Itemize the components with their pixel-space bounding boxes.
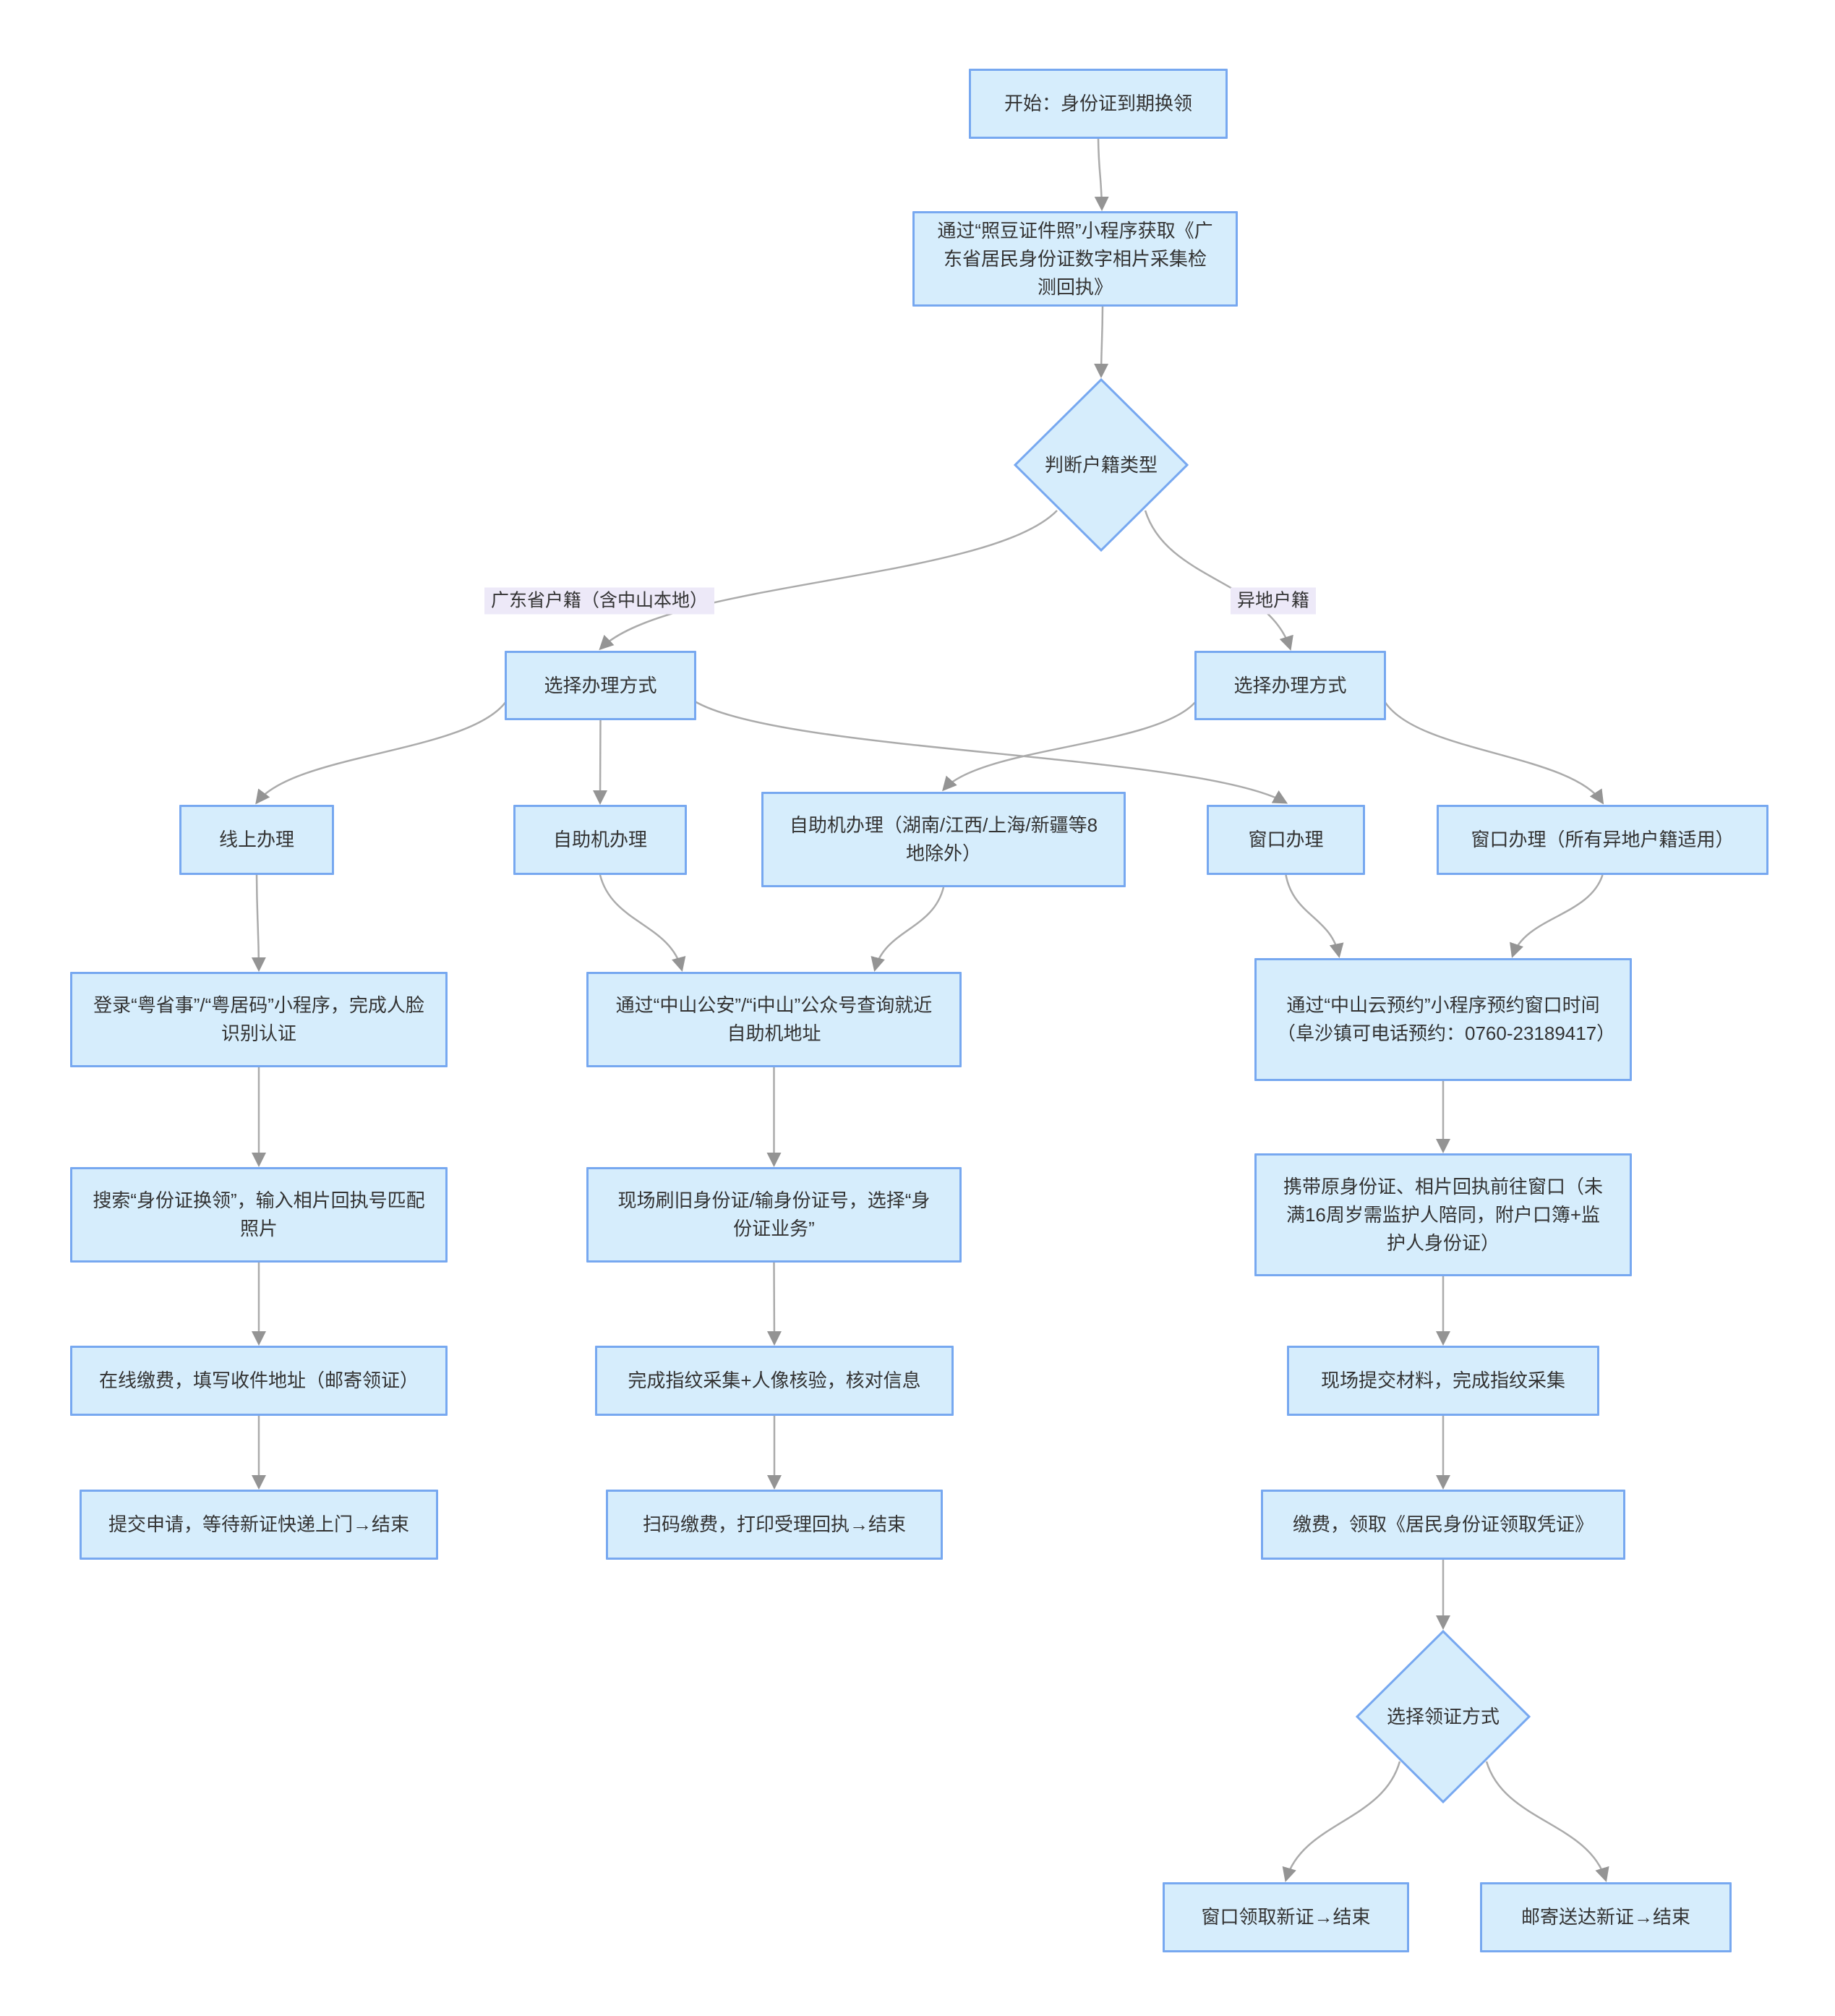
flow-node-label: 搜索“身份证换领”，输入相片回执号匹配照片 <box>93 1189 425 1239</box>
flow-node-winR: 窗口办理（所有异地户籍适用） <box>1437 805 1768 875</box>
flow-node-label: 扫码缴费，打印受理回执→结束 <box>642 1513 906 1535</box>
flow-edge-d1-chooseL <box>599 510 1058 651</box>
flow-node-label: 现场刷旧身份证/输身份证号，选择“身份证业务” <box>617 1189 931 1239</box>
diamond-shape <box>1356 1630 1531 1803</box>
flow-edge-chooseR-selfR <box>942 701 1197 792</box>
flow-node-label: 窗口办理 <box>1248 829 1324 850</box>
flow-edge-selfL-M1 <box>599 874 686 972</box>
flow-edge-getreceipt-d1 <box>1094 306 1109 378</box>
flow-edge-chooseR-winR <box>1383 701 1604 805</box>
flow-node-R4: 缴费，领取《居民身份证领取凭证》 <box>1261 1490 1625 1560</box>
flow-node-label: 登录“粤省事”/“粤居码”小程序，完成人脸识别认证 <box>93 994 424 1044</box>
flow-node-label: 选择领证方式 <box>1386 1705 1500 1727</box>
flow-edge-online-L1 <box>251 874 266 972</box>
flow-edge-d1-chooseR <box>1144 510 1293 651</box>
flow-node-L2: 搜索“身份证换领”，输入相片回执号匹配照片 <box>70 1167 448 1263</box>
flow-node-L1: 登录“粤省事”/“粤居码”小程序，完成人脸识别认证 <box>70 972 448 1067</box>
flow-node-R2: 携带原身份证、相片回执前往窗口（未满16周岁需监护人陪同，附户口簿+监护人身份证… <box>1254 1153 1632 1276</box>
flow-edge-chooseL-selfL <box>593 719 608 805</box>
flow-node-label: 通过“中山云预约”小程序预约窗口时间（阜沙镇可电话预约：0760-2318941… <box>1277 994 1616 1044</box>
flow-edge-M2-M3 <box>766 1262 782 1346</box>
flow-edge-selfR-M1 <box>871 887 945 972</box>
flow-node-M1: 通过“中山公安”/“i中山”公众号查询就近自助机地址 <box>586 972 962 1067</box>
flow-node-d2: 选择领证方式 <box>1356 1630 1531 1803</box>
edge-label: 异地户籍 <box>1230 587 1317 615</box>
flow-node-start: 开始：身份证到期换领 <box>969 69 1228 139</box>
flow-edge-winL-R1 <box>1285 874 1344 958</box>
flow-node-L3: 在线缴费，填写收件地址（邮寄领证） <box>70 1346 448 1416</box>
flow-node-M4: 扫码缴费，打印受理回执→结束 <box>606 1490 943 1560</box>
flow-node-R1: 通过“中山云预约”小程序预约窗口时间（阜沙镇可电话预约：0760-2318941… <box>1254 958 1632 1081</box>
diamond-shape <box>1014 378 1189 552</box>
flow-edge-start-getreceipt <box>1094 138 1109 211</box>
flow-node-label: 通过“中山公安”/“i中山”公众号查询就近自助机地址 <box>615 994 933 1044</box>
flow-node-label: 现场提交材料，完成指纹采集 <box>1320 1370 1565 1391</box>
flow-node-label: 提交申请，等待新证快递上门→结束 <box>108 1513 409 1535</box>
flow-edge-d2-endMail <box>1485 1761 1609 1882</box>
edge-label: 广东省户籍（含中山本地） <box>484 587 715 615</box>
flow-node-label: 通过“照豆证件照”小程序获取《广东省居民身份证数字相片采集检测回执》 <box>937 219 1213 298</box>
flow-node-label: 选择办理方式 <box>1233 674 1347 696</box>
flow-node-M2: 现场刷旧身份证/输身份证号，选择“身份证业务” <box>586 1167 962 1263</box>
flow-node-label: 完成指纹采集+人像核验，核对信息 <box>628 1370 921 1391</box>
flow-node-endWin: 窗口领取新证→结束 <box>1163 1882 1409 1952</box>
flow-node-label: 自助机办理 <box>552 829 647 850</box>
flow-node-getreceipt: 通过“照豆证件照”小程序获取《广东省居民身份证数字相片采集检测回执》 <box>912 211 1238 307</box>
flow-edge-d2-endWin <box>1282 1761 1401 1882</box>
flow-node-d1: 判断户籍类型 <box>1014 378 1189 552</box>
flow-node-label: 窗口办理（所有异地户籍适用） <box>1471 829 1735 850</box>
flow-node-label: 判断户籍类型 <box>1044 453 1158 476</box>
flow-node-online: 线上办理 <box>179 805 334 875</box>
flow-node-label: 线上办理 <box>218 829 294 850</box>
flow-node-endMail: 邮寄送达新证→结束 <box>1480 1882 1732 1952</box>
flow-node-winL: 窗口办理 <box>1207 805 1365 875</box>
flow-node-label: 在线缴费，填写收件地址（邮寄领证） <box>98 1370 419 1391</box>
flow-node-label: 缴费，领取《居民身份证领取凭证》 <box>1292 1513 1594 1535</box>
flow-edge-chooseL-online <box>255 701 508 805</box>
flow-node-label: 邮寄送达新证→结束 <box>1520 1906 1690 1928</box>
flow-node-chooseR: 选择办理方式 <box>1194 651 1386 720</box>
flow-node-selfR: 自助机办理（湖南/江西/上海/新疆等8地除外） <box>761 792 1126 887</box>
flow-edge-winR-R1 <box>1510 874 1604 958</box>
flow-node-label: 窗口领取新证→结束 <box>1201 1906 1371 1928</box>
flow-node-label: 选择办理方式 <box>544 674 657 696</box>
flow-edge-chooseL-winL <box>694 700 1288 804</box>
flow-node-L4: 提交申请，等待新证快递上门→结束 <box>80 1490 438 1560</box>
flow-node-selfL: 自助机办理 <box>513 805 687 875</box>
flow-node-R3: 现场提交材料，完成指纹采集 <box>1287 1346 1599 1416</box>
flow-node-label: 开始：身份证到期换领 <box>1004 93 1192 114</box>
flow-node-label: 自助机办理（湖南/江西/上海/新疆等8地除外） <box>789 814 1098 864</box>
flow-node-M3: 完成指纹采集+人像核验，核对信息 <box>595 1346 954 1416</box>
flow-node-chooseL: 选择办理方式 <box>505 651 696 720</box>
flow-node-label: 携带原身份证、相片回执前往窗口（未满16周岁需监护人陪同，附户口簿+监护人身份证… <box>1283 1175 1603 1254</box>
